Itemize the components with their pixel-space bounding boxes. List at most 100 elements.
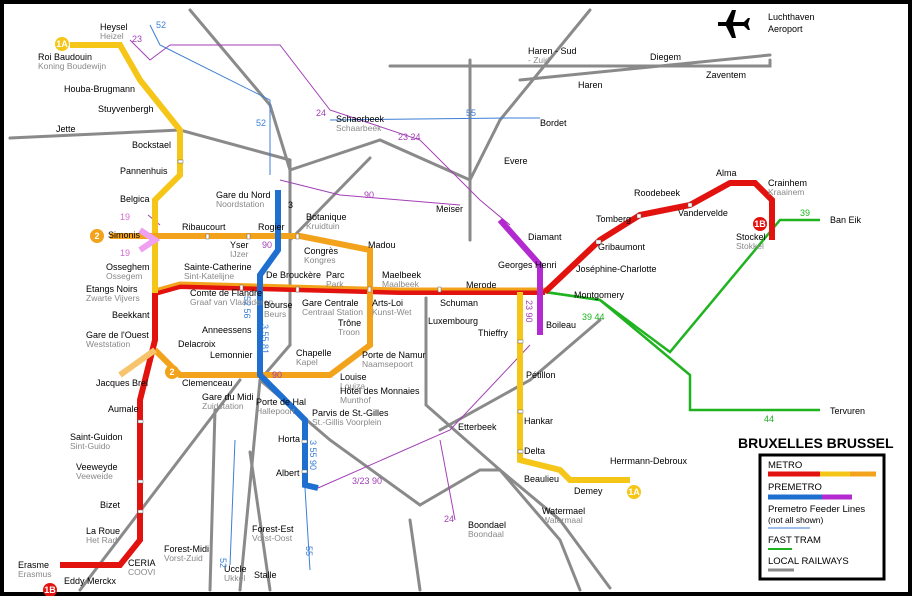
station-alt-la-roue: Het Rad bbox=[86, 535, 117, 545]
station-alt-bourse: Beurs bbox=[264, 309, 286, 319]
station-gare-centrale: Gare Centrale bbox=[302, 298, 359, 308]
rail-line bbox=[208, 408, 217, 592]
badge-circle bbox=[627, 485, 641, 499]
feeder-line bbox=[329, 117, 540, 121]
metro-line-2-west bbox=[118, 347, 157, 378]
metro-line-1a-north bbox=[70, 42, 183, 293]
route-label-r90-top: 90 bbox=[364, 190, 374, 200]
station-hankar: Hankar bbox=[524, 416, 553, 426]
station-tick bbox=[517, 449, 524, 454]
badge-circle bbox=[165, 365, 179, 379]
station-stockel: Stockel bbox=[736, 232, 766, 242]
station-rogier: Rogier bbox=[258, 222, 285, 232]
station-ribaucourt: Ribaucourt bbox=[182, 222, 226, 232]
station-demey: Demey bbox=[574, 486, 603, 496]
station-herrmann: Herrmann-Debroux bbox=[610, 456, 688, 466]
station-meiser: Meiser bbox=[436, 204, 463, 214]
station-parvis: Parvis de St.-Gilles bbox=[312, 408, 389, 418]
station-simonis: Simonis bbox=[108, 230, 141, 240]
station-osseghem: Osseghem bbox=[106, 262, 150, 272]
metro-line-orange bbox=[154, 281, 545, 292]
route-label-r19b: 19 bbox=[120, 248, 130, 258]
station-gare-ouest: Gare de l'Ouest bbox=[86, 330, 149, 340]
station-alt-stockel: Stokkel bbox=[736, 241, 764, 251]
station-alt-crainhem: Kraainem bbox=[768, 187, 804, 197]
station-alt-gare-midi: Zuidstation bbox=[202, 401, 244, 411]
badge-1B: 1B bbox=[753, 217, 767, 231]
station-sainte-catherine: Sainte-Catherine bbox=[184, 262, 252, 272]
station-chapelle: Chapelle bbox=[296, 348, 332, 358]
station-schaerbeek: Schaerbeek bbox=[336, 114, 385, 124]
station-alt-parc: Park bbox=[326, 279, 344, 289]
station-boondael: Boondael bbox=[468, 520, 506, 530]
station-tick bbox=[301, 469, 308, 474]
station-alt-yser: IJzer bbox=[230, 249, 249, 259]
station-alt-gare-ouest: Weststation bbox=[86, 339, 131, 349]
station-tick bbox=[636, 213, 642, 219]
station-schuman: Schuman bbox=[440, 298, 478, 308]
route-label-r23-24: 23 24 bbox=[398, 132, 421, 142]
station-de-brouckere: De Brouckère bbox=[266, 270, 321, 280]
badge-circle bbox=[753, 217, 767, 231]
station-tick bbox=[295, 233, 300, 240]
station-zaventem: Zaventem bbox=[706, 70, 746, 80]
station-porte-hal: Porte de Hal bbox=[256, 397, 306, 407]
station-diamant: Diamant bbox=[528, 232, 562, 242]
metro-line-1b-east bbox=[542, 180, 775, 295]
station-josephine: Joséphine-Charlotte bbox=[576, 264, 657, 274]
legend-premetro: PREMETRO bbox=[768, 482, 822, 493]
route-label-r3-55-90: 3 55 90 bbox=[308, 440, 318, 470]
station-etterbeek: Etterbeek bbox=[458, 422, 497, 432]
metro-line-1a-south bbox=[517, 292, 630, 483]
premetro-purple bbox=[497, 218, 543, 335]
badge-circle bbox=[43, 583, 57, 596]
station-alt-erasme: Erasmus bbox=[18, 569, 52, 579]
station-tick bbox=[239, 284, 244, 291]
station-delacroix: Delacroix bbox=[178, 339, 216, 349]
badge-label: 1B bbox=[44, 585, 56, 595]
station-alt-parvis: St.-Gillis Voorplein bbox=[312, 417, 382, 427]
station-eddy-merckx: Eddy Merckx bbox=[64, 576, 117, 586]
station-uccle: Uccle bbox=[224, 564, 247, 574]
station-erasme: Erasme bbox=[18, 560, 49, 570]
rail-line bbox=[438, 318, 602, 432]
station-albert: Albert bbox=[276, 468, 300, 478]
station-haren-sud: Haren - Sud bbox=[528, 46, 577, 56]
station-gribaumont: Gribaumont bbox=[598, 242, 646, 252]
route-label-r52-left: 52 bbox=[256, 118, 266, 128]
rail-line bbox=[78, 378, 242, 592]
station-comte-flandre: Comte de Flandre bbox=[190, 288, 262, 298]
station-bizet: Bizet bbox=[100, 500, 121, 510]
route-label-r44: 44 bbox=[764, 414, 774, 424]
rail-line bbox=[288, 156, 372, 242]
station-tick bbox=[177, 159, 184, 164]
feeder-line bbox=[229, 439, 236, 566]
metro-line-red bbox=[154, 283, 545, 296]
station-haren: Haren bbox=[578, 80, 603, 90]
station-saint-guidon: Saint-Guidon bbox=[70, 432, 123, 442]
station-alt-haren-sud: - Zuid bbox=[528, 55, 550, 65]
legend-metro: METRO bbox=[768, 460, 802, 471]
station-alt-louise: Louiza bbox=[340, 381, 365, 391]
station-stalle: Stalle bbox=[254, 570, 277, 580]
badge-circle bbox=[55, 37, 69, 51]
station-aumale: Aumale bbox=[108, 404, 139, 414]
station-merode: Merode bbox=[466, 280, 497, 290]
badge-label: 1B bbox=[754, 219, 766, 229]
station-alt-gare-centrale: Centraal Station bbox=[302, 307, 363, 317]
station-heysel: Heysel bbox=[100, 22, 128, 32]
rail-line bbox=[388, 58, 772, 68]
station-alt-trone: Troon bbox=[338, 327, 360, 337]
station-georges-henri: Georges Henri bbox=[498, 260, 557, 270]
station-ceria: CERIA bbox=[128, 558, 156, 568]
rail-line bbox=[408, 518, 422, 592]
station-alt-chapelle: Kapel bbox=[296, 357, 318, 367]
station-porte-namur: Porte de Namur bbox=[362, 350, 426, 360]
station-tick bbox=[295, 286, 300, 293]
station-crainhem: Crainhem bbox=[768, 178, 807, 188]
station-watermael: Watermael bbox=[542, 506, 585, 516]
station-bockstael: Bockstael bbox=[132, 140, 171, 150]
